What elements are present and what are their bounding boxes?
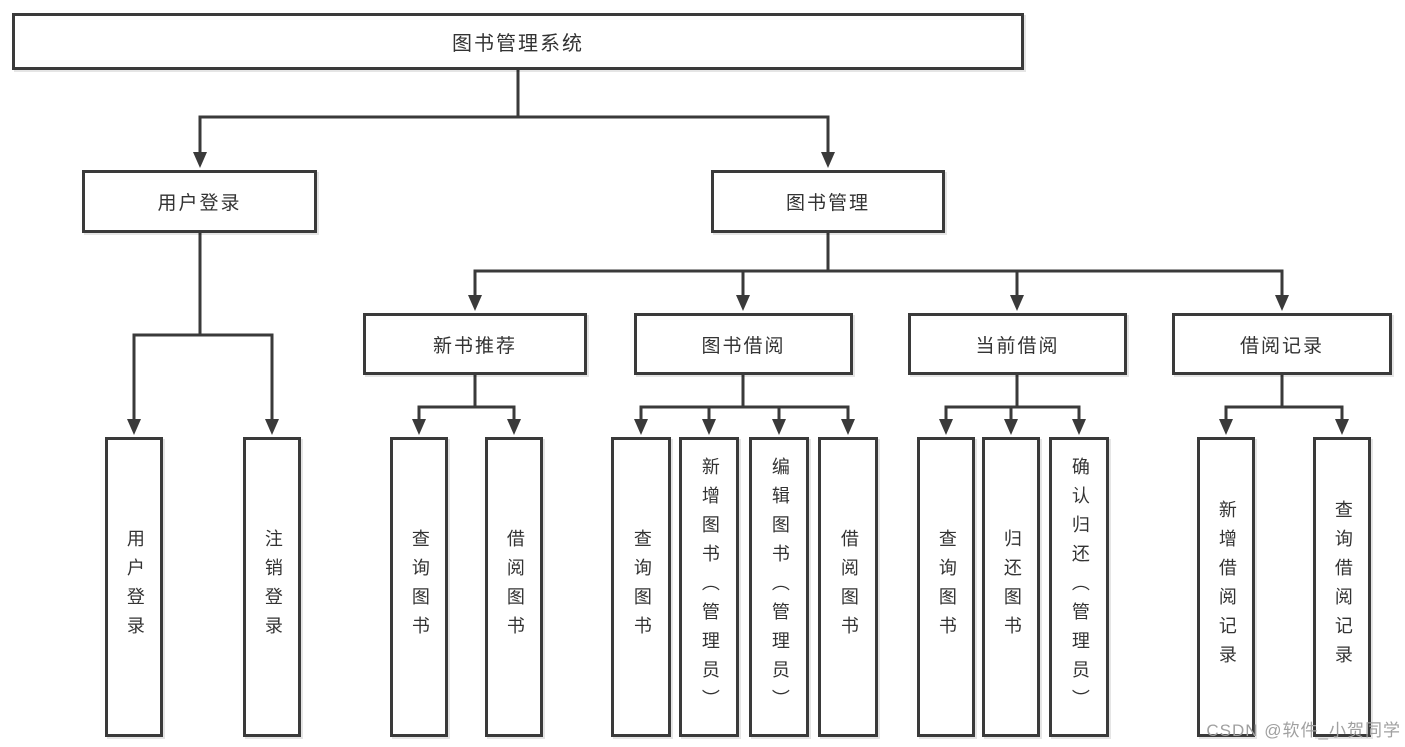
node-label: 查询借阅记录 (1332, 500, 1353, 674)
leaf-borrow-books-recommend: 借阅图书 (485, 437, 543, 737)
node-label: 当前借阅 (975, 335, 1060, 357)
node-label: 注销登录 (262, 529, 283, 645)
leaf-edit-book-admin: 编辑图书（管理员） (749, 437, 809, 737)
leaf-user-login: 用户登录 (105, 437, 163, 737)
node-label: 新书推荐 (432, 335, 517, 357)
node-label: 新增借阅记录 (1216, 500, 1237, 674)
node-label: 用户登录 (124, 529, 145, 645)
leaf-return-book: 归还图书 (982, 437, 1040, 737)
node-book-management: 图书管理 (711, 170, 945, 233)
node-label: 借阅图书 (838, 529, 859, 645)
leaf-query-books-borrowing: 查询图书 (611, 437, 671, 737)
leaf-confirm-return-admin: 确认归还（管理员） (1049, 437, 1109, 737)
leaf-add-borrow-record: 新增借阅记录 (1197, 437, 1255, 737)
leaf-query-books-current: 查询图书 (917, 437, 975, 737)
node-library-system: 图书管理系统 (12, 13, 1024, 70)
node-label: 用户登录 (157, 193, 242, 214)
node-current-borrowing: 当前借阅 (908, 313, 1127, 375)
node-label: 查询图书 (936, 529, 957, 645)
node-label: 查询图书 (409, 529, 430, 645)
node-label: 借阅记录 (1239, 335, 1324, 357)
node-label: 图书管理系统 (452, 33, 584, 55)
node-label: 图书管理 (785, 193, 870, 214)
node-borrowing-records: 借阅记录 (1172, 313, 1392, 375)
watermark-text: CSDN @软件_小贺同学 (1206, 721, 1401, 740)
leaf-logout: 注销登录 (243, 437, 301, 737)
node-new-book-recommend: 新书推荐 (363, 313, 587, 375)
node-label: 图书借阅 (701, 335, 786, 357)
node-label: 新增图书（管理员） (699, 456, 720, 718)
leaf-query-borrow-record: 查询借阅记录 (1313, 437, 1371, 737)
node-label: 借阅图书 (504, 529, 525, 645)
node-user-login: 用户登录 (82, 170, 317, 233)
node-book-borrowing: 图书借阅 (634, 313, 853, 375)
node-label: 确认归还（管理员） (1069, 456, 1090, 718)
leaf-add-book-admin: 新增图书（管理员） (679, 437, 739, 737)
node-label: 查询图书 (631, 529, 652, 645)
leaf-query-books-recommend: 查询图书 (390, 437, 448, 737)
leaf-borrow-books-borrowing: 借阅图书 (818, 437, 878, 737)
node-label: 归还图书 (1001, 529, 1022, 645)
node-label: 编辑图书（管理员） (769, 456, 790, 718)
